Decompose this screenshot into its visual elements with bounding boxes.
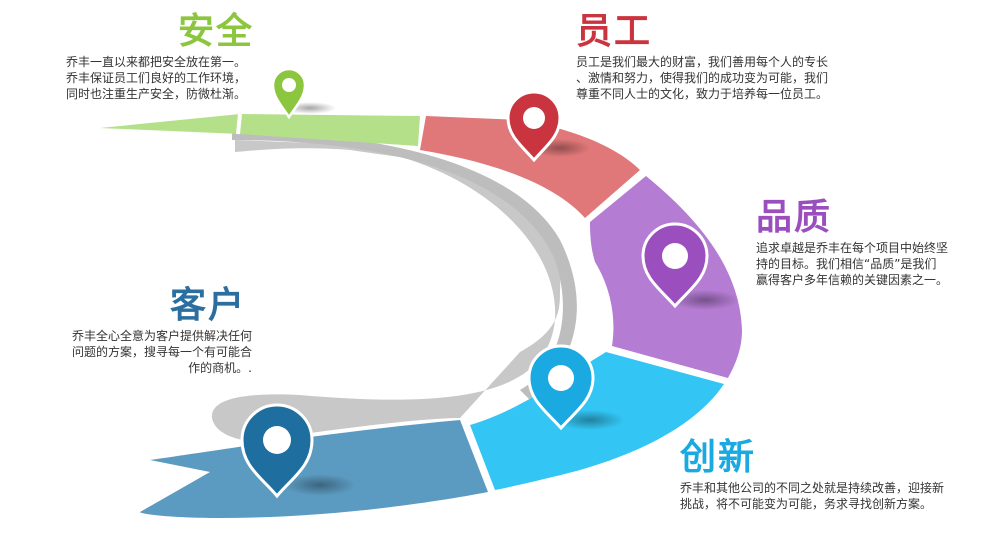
section-description: 乔丰和其他公司的不同之处就是持续改善，迎接新 挑战，将不可能变为可能，务求寻找创…	[680, 480, 944, 512]
description-line: 尊重不同人士的文化，致力于培养每一位员工。	[576, 87, 829, 101]
section-description: 追求卓越是乔丰在每个项目中始终坚 持的目标。我们相信“品质”是我们 赢得客户多年…	[756, 240, 948, 288]
description-line: 问题的方案，搜寻每一个有可能合	[71, 345, 252, 359]
section-title: 客户	[170, 285, 247, 326]
section-description: 乔丰一直以来都把安全放在第一。 乔丰保证员工们良好的工作环境， 同时也注重生产安…	[66, 54, 254, 102]
location-pin-icon	[271, 67, 307, 120]
description-line: 员工是我们最大的财富，我们善用每个人的专长	[576, 55, 829, 69]
band-customer	[140, 420, 488, 518]
description-line: 乔丰保证员工们良好的工作环境，	[66, 71, 247, 85]
description-line: 乔丰全心全意为客户提供解决任何	[71, 329, 252, 343]
section-safety: 安全 乔丰一直以来都把安全放在第一。 乔丰保证员工们良好的工作环境， 同时也注重…	[66, 14, 254, 102]
band-staff	[420, 116, 640, 218]
section-staff: 员工 员工是我们最大的财富，我们善用每个人的专长 、激情和努力，使得我们的成功变…	[576, 14, 828, 102]
band-safety-divider	[236, 113, 242, 135]
section-description: 员工是我们最大的财富，我们善用每个人的专长 、激情和努力，使得我们的成功变为可能…	[576, 54, 828, 102]
section-customer: 客户 乔丰全心全意为客户提供解决任何 问题的方案，搜寻每一个有可能合 作的商机。…	[62, 288, 252, 376]
description-line: 作的商机。.	[188, 361, 252, 375]
section-title: 安全	[178, 11, 255, 52]
section-innovation: 创新 乔丰和其他公司的不同之处就是持续改善，迎接新 挑战，将不可能变为可能，务求…	[680, 440, 944, 512]
section-description: 乔丰全心全意为客户提供解决任何 问题的方案，搜寻每一个有可能合 作的商机。.	[62, 328, 252, 376]
description-line: 赢得客户多年信赖的关键因素之一。	[756, 273, 949, 287]
location-pin-icon	[527, 344, 595, 431]
pin-shadow-quality	[671, 290, 739, 310]
location-pin-icon	[641, 222, 709, 309]
band-safety	[100, 114, 420, 146]
description-line: 乔丰一直以来都把安全放在第一。	[66, 55, 247, 69]
location-pin-icon	[240, 403, 314, 499]
section-title: 品质	[756, 197, 833, 238]
description-line: 挑战，将不可能变为可能，务求寻找创新方案。	[680, 497, 933, 511]
description-line: 乔丰和其他公司的不同之处就是持续改善，迎接新	[680, 481, 945, 495]
description-line: 追求卓越是乔丰在每个项目中始终坚	[756, 241, 949, 255]
section-quality: 品质 追求卓越是乔丰在每个项目中始终坚 持的目标。我们相信“品质”是我们 赢得客…	[756, 200, 948, 288]
section-title: 员工	[576, 11, 653, 52]
inner-road	[211, 140, 561, 442]
description-line: 同时也注重生产安全，防微杜渐。	[66, 87, 247, 101]
description-line: 持的目标。我们相信“品质”是我们	[756, 257, 937, 271]
section-title: 创新	[680, 437, 757, 478]
pin-shadow-customer	[284, 474, 356, 496]
description-line: 、激情和努力，使得我们的成功变为可能，我们	[576, 71, 829, 85]
location-pin-icon	[506, 90, 562, 163]
